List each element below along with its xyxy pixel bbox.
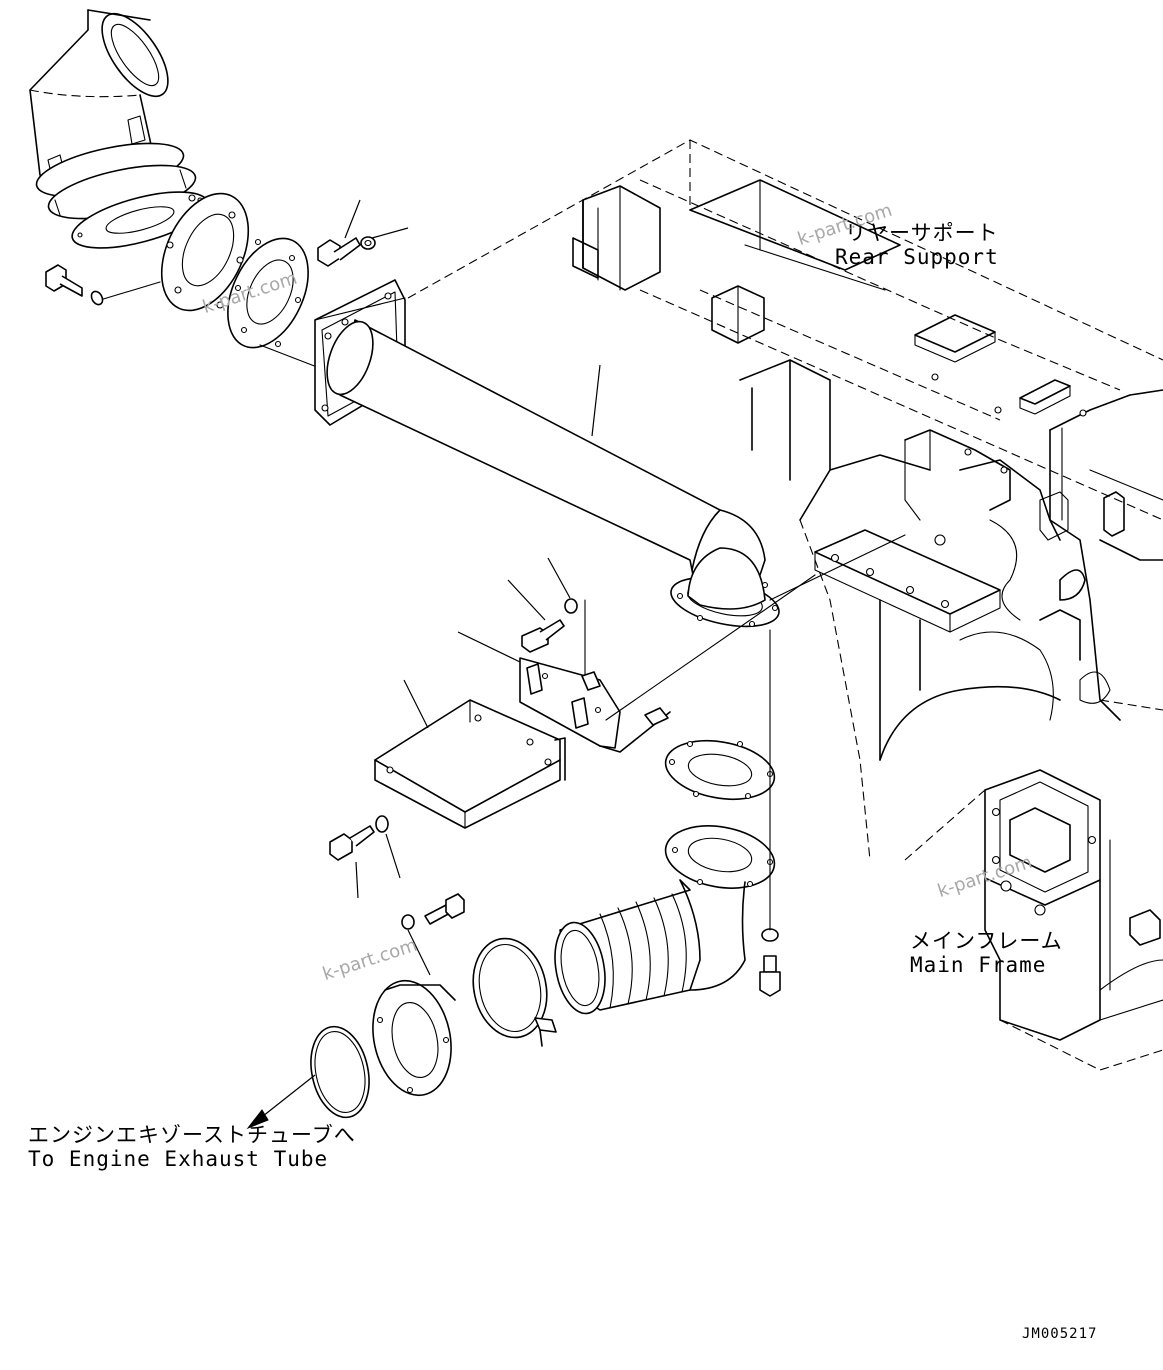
heat-shield-tray bbox=[329, 699, 566, 861]
pipe-clamp bbox=[472, 937, 557, 1047]
adapter-flange bbox=[372, 979, 456, 1097]
exhaust-pipe bbox=[314, 279, 780, 628]
lower-small-bolts bbox=[401, 893, 781, 997]
main-frame-label-en: Main Frame bbox=[910, 953, 1047, 977]
flange-gaskets bbox=[99, 192, 331, 373]
direction-arrow bbox=[246, 1074, 316, 1130]
mounting-bracket bbox=[519, 598, 671, 753]
rear-support-label-en: Rear Support bbox=[835, 245, 999, 269]
lower-flanges bbox=[664, 740, 776, 889]
engine-exhaust-label-jp: エンジンエキゾーストチューブへ bbox=[28, 1123, 356, 1147]
upper-exhaust-elbow bbox=[29, 9, 209, 249]
rear-support-label-jp: リヤーサポート bbox=[845, 221, 999, 245]
drawing-code: JM005217 bbox=[1022, 1326, 1098, 1342]
top-bolt-washer bbox=[317, 236, 376, 267]
flex-bellows-pipe bbox=[554, 879, 746, 1015]
leader-lines bbox=[314, 199, 906, 976]
rear-support-frame bbox=[407, 139, 1163, 861]
seal-ring bbox=[310, 1025, 370, 1119]
main-frame-label-jp: メインフレーム bbox=[910, 929, 1063, 953]
left-bolt-washer bbox=[45, 264, 104, 306]
main-frame bbox=[904, 769, 1163, 1071]
engine-exhaust-label-en: To Engine Exhaust Tube bbox=[28, 1147, 329, 1171]
